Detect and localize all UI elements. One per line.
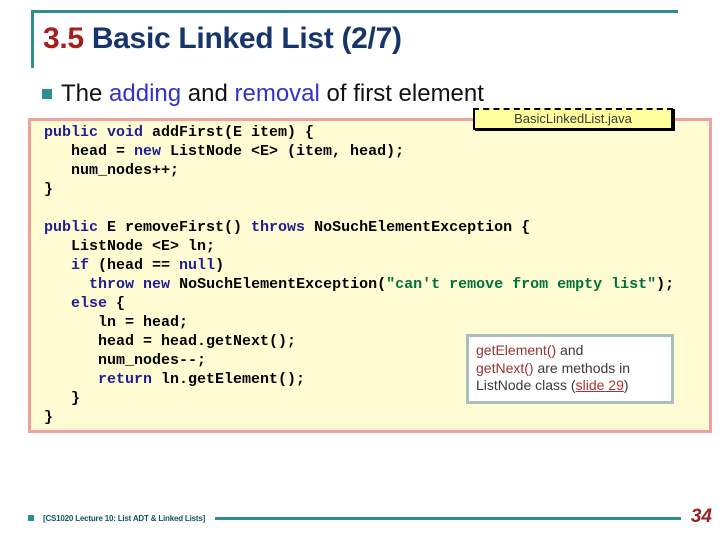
code-line: head = head.getNext(); — [44, 332, 674, 351]
code-text: NoSuchElementException { — [305, 219, 531, 236]
code-string: "can't remove from empty list" — [386, 276, 657, 293]
code-text: ln = head; — [44, 314, 189, 331]
code-text: ListNode <E> ln; — [44, 238, 216, 255]
page-number: 34 — [690, 506, 712, 527]
section-number: 3.5 — [43, 22, 84, 55]
code-line: return ln.getElement(); — [44, 370, 674, 389]
plain-text: are methods in — [533, 359, 631, 376]
code-text: ListNode <E> (item, head); — [161, 143, 405, 160]
code-line: head = new ListNode <E> (item, head); — [44, 142, 674, 161]
java-code: public void addFirst(E item) { head = ne… — [44, 123, 674, 427]
code-text: ) — [215, 257, 225, 274]
code-line: else { — [44, 294, 674, 313]
code-line — [44, 199, 674, 218]
top-rule — [31, 10, 678, 13]
code-text: head = — [44, 143, 135, 160]
code-text: addFirst(E item) { — [143, 124, 315, 141]
plain-text: ListNode class ( — [476, 377, 576, 393]
footer-rule — [215, 516, 681, 520]
code-line: num_nodes--; — [44, 351, 674, 370]
code-text: NoSuchElementException( — [170, 276, 387, 293]
code-text — [44, 371, 98, 388]
code-text: head = head.getNext(); — [44, 333, 297, 350]
code-line: } — [44, 408, 674, 427]
code-keyword: new — [134, 143, 162, 160]
code-text: E removeFirst() — [98, 219, 252, 236]
code-line: ListNode <E> ln; — [44, 237, 674, 256]
footer: [CS1020 Lecture 10: List ADT & Linked Li… — [28, 506, 712, 528]
bullet-square-icon — [42, 89, 52, 99]
code-text: ); — [656, 276, 675, 293]
plain-text: of first element — [319, 80, 484, 107]
plain-text: and — [181, 80, 235, 107]
code-line: if (head == null) — [44, 256, 674, 275]
plain-text: The — [61, 80, 110, 107]
code-keyword: throws — [251, 219, 306, 236]
code-text: } — [44, 409, 54, 426]
code-keyword: public void — [44, 124, 144, 141]
code-text — [44, 257, 71, 274]
code-text — [44, 276, 89, 293]
method-text: getElement() — [476, 342, 557, 358]
callout-line: getElement() and — [476, 342, 664, 360]
code-keyword: else — [71, 295, 108, 312]
title-left-rule — [31, 10, 34, 68]
code-text: } — [44, 390, 81, 407]
code-text: num_nodes--; — [44, 352, 207, 369]
filename-label: BasicLinkedList.java — [473, 108, 673, 130]
code-line: num_nodes++; — [44, 161, 674, 180]
plain-text: and — [556, 342, 584, 358]
callout-line: ListNode class (slide 29) — [476, 377, 664, 395]
footer-square-icon — [28, 515, 34, 521]
code-line: public E removeFirst() throws NoSuchElem… — [44, 218, 674, 237]
code-keyword: public — [44, 219, 99, 236]
code-text — [134, 276, 143, 293]
footer-label: [CS1020 Lecture 10: List ADT & Linked Li… — [43, 513, 206, 523]
code-keyword: return — [98, 371, 153, 388]
code-panel: public void addFirst(E item) { head = ne… — [28, 118, 712, 433]
code-line: } — [44, 389, 674, 408]
code-line: ln = head; — [44, 313, 674, 332]
code-keyword: throw — [89, 276, 135, 293]
bullet-item: The adding and removal of first element — [42, 80, 484, 108]
em-text: removal — [234, 80, 320, 107]
code-text: (head == — [89, 257, 180, 274]
code-line: public void addFirst(E item) { — [44, 123, 674, 142]
code-text: num_nodes++; — [44, 162, 180, 179]
code-line: } — [44, 180, 674, 199]
slide-link[interactable]: slide 29 — [575, 377, 624, 393]
code-line: throw new NoSuchElementException("can't … — [44, 275, 674, 294]
plain-text: ) — [623, 377, 629, 393]
code-keyword: new — [143, 276, 171, 293]
title-text: Basic Linked List (2/7) — [91, 22, 402, 55]
code-keyword: if — [71, 257, 90, 274]
code-text: { — [107, 295, 126, 312]
method-text: getNext() — [476, 359, 534, 376]
code-text — [44, 295, 71, 312]
bullet-text: The adding and removal of first element — [61, 80, 484, 108]
code-text: } — [44, 181, 54, 198]
em-text: adding — [109, 80, 182, 107]
callout-line: getNext() are methods in — [476, 360, 664, 378]
code-text: ln.getElement(); — [152, 371, 306, 388]
code-keyword: null — [179, 257, 216, 274]
